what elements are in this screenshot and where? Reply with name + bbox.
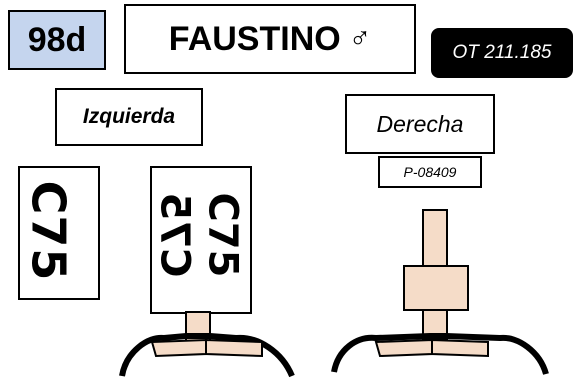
right-leg-label-text: Derecha — [376, 110, 464, 137]
left-leg-label: Izquierda — [55, 88, 203, 146]
bird-id-label: 98d — [8, 10, 106, 70]
left-band-code-panel: C75 — [18, 166, 100, 300]
left-foot-outline — [119, 333, 295, 378]
male-symbol-icon: ♂ — [348, 22, 372, 55]
ring-code-text: P-08409 — [403, 164, 457, 180]
right-leg-drawing — [331, 209, 549, 375]
left-toe-right — [205, 338, 263, 358]
left-leg-drawing — [119, 311, 295, 378]
right-leg-ring — [403, 265, 469, 311]
left-toe-left — [150, 338, 207, 358]
right-toe-right — [431, 338, 489, 358]
left-leg-label-text: Izquierda — [82, 105, 176, 128]
right-ring-code: P-08409 — [378, 156, 482, 188]
right-foot-outline — [331, 333, 549, 375]
bird-id-text: 98d — [27, 20, 87, 59]
ot-code-text: OT 211.185 — [452, 42, 552, 63]
bird-name: FAUSTINO — [168, 19, 341, 58]
right-toe-left — [374, 338, 433, 358]
bird-name-box: FAUSTINO ♂ — [124, 4, 416, 74]
right-leg-label: Derecha — [345, 94, 495, 154]
ot-code-badge: OT 211.185 — [431, 28, 573, 78]
